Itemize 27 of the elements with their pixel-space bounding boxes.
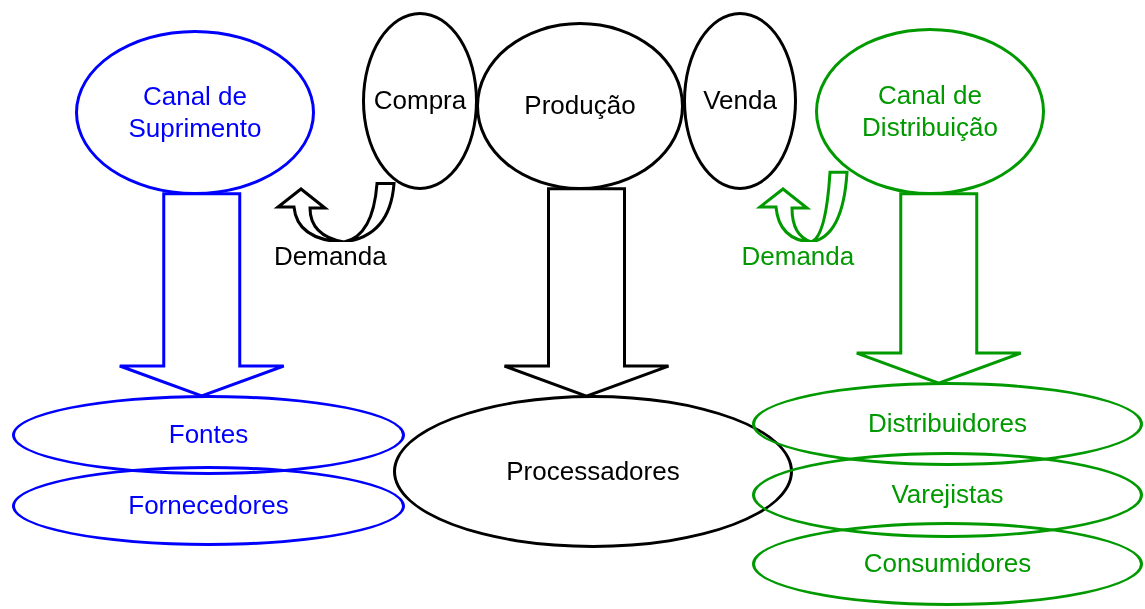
ellipse [752,522,1143,606]
node-label: Canal de Distribuição [861,80,999,143]
curved-arrow [276,182,396,244]
node-label: Processadores [506,455,680,488]
block-arrow [503,187,670,398]
ellipse [752,452,1143,538]
ellipse [75,30,315,195]
block-arrow [118,192,286,398]
node-label: Produção [524,90,636,122]
ellipse [752,382,1143,466]
ellipse [12,466,405,546]
ellipse [476,22,684,190]
node-label: Fontes [168,419,249,451]
node-label: Compra [373,85,467,117]
ellipse [362,12,478,190]
node-label: Canal de Suprimento [127,81,263,144]
node-label: Distribuidores [868,408,1027,440]
node-label: Fornecedores [128,490,289,522]
ellipse [683,12,797,190]
ellipse [12,395,405,475]
block-arrow [855,192,1023,385]
curved-arrow [758,170,849,244]
node-label: Consumidores [863,548,1032,580]
ellipse [815,28,1045,195]
ellipse [393,395,793,548]
node-label: Venda [703,85,777,117]
node-label: Varejistas [891,479,1004,511]
